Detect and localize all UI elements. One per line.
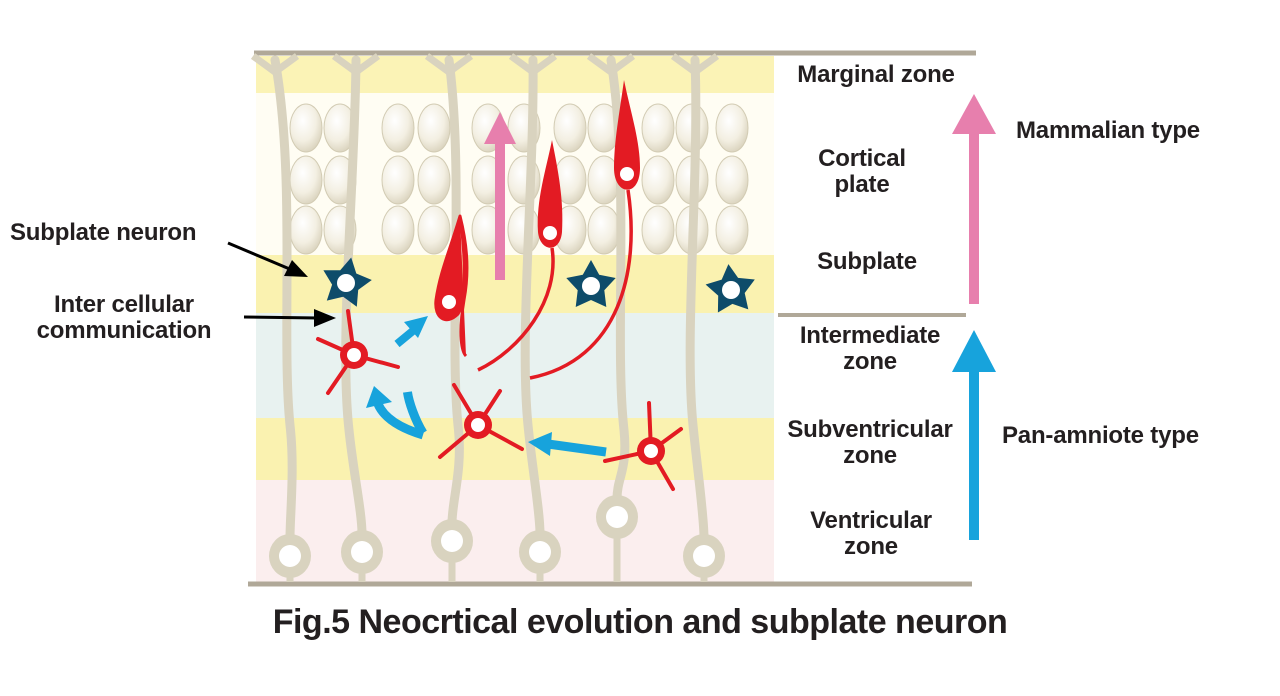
cortical-cell: [417, 103, 451, 153]
callout-arrows: [227, 241, 336, 327]
migrating-neurons: [316, 80, 683, 491]
cortical-plate-cells: [289, 103, 749, 255]
cortical-cell: [587, 205, 621, 255]
multipolar-nucleus: [644, 444, 658, 458]
blue-arrow-diag: [394, 326, 417, 348]
subplate-neuron-nucleus: [337, 274, 355, 292]
blue-arrow-curve: [373, 401, 425, 440]
label-mammalian-type: Mammalian type: [1016, 117, 1200, 144]
cortical-cell: [715, 155, 749, 205]
label-subplate: Subplate: [817, 248, 917, 275]
intercellular-pointer: [243, 315, 319, 320]
glia-nucleus: [351, 541, 373, 563]
pan-amniote-arrow: [952, 330, 996, 540]
cortical-cell: [381, 103, 415, 153]
radial-glia-fiber: [685, 55, 709, 543]
cortical-cell: [289, 205, 323, 255]
blue-arrow-tangential: [547, 439, 607, 457]
label-subplate-neuron: Subplate neuron: [10, 219, 197, 246]
glia-nucleus: [606, 506, 628, 528]
glia-nucleus: [279, 545, 301, 567]
glia-endfoot: [508, 53, 558, 77]
radial-glia-fiber: [341, 55, 367, 539]
glia-endfoot: [250, 53, 300, 77]
cortical-cell: [417, 205, 451, 255]
bipolar-neuron-3: [614, 80, 640, 190]
label-pan-amniote-type: Pan-amniote type: [1002, 422, 1199, 449]
cortical-cell: [641, 155, 675, 205]
subplate-neurons: [323, 257, 755, 313]
figure-caption: Fig.5 Neocrtical evolution and subplate …: [272, 603, 1008, 641]
glia-endfoot: [670, 53, 720, 77]
cortical-cell: [715, 205, 749, 255]
cortical-cell: [289, 155, 323, 205]
cortical-cell: [715, 103, 749, 153]
pink-arrow-inside: [484, 112, 516, 280]
multipolar-nucleus: [347, 348, 361, 362]
glia-endfoot: [586, 53, 636, 77]
subplate-neuron-pointer: [227, 241, 293, 272]
cortical-cell: [553, 103, 587, 153]
glia-endfoot: [424, 53, 474, 77]
radial-glia-fiber: [270, 55, 297, 543]
blue-arrow-ivz-up: [402, 391, 427, 436]
band-subventricular: [256, 418, 774, 480]
blue-arrowhead-tangential: [528, 432, 552, 456]
cortical-cell: [289, 103, 323, 153]
cortical-cell: [417, 155, 451, 205]
subplate-neuron-nucleus: [722, 281, 740, 299]
blue-arrowhead-curve: [366, 386, 392, 408]
glia-nucleus: [529, 541, 551, 563]
multipolar-nucleus: [471, 418, 485, 432]
label-marginal-zone: Marginal zone: [797, 61, 955, 88]
bipolar-neuron-2: [537, 140, 563, 248]
glia-nucleus: [441, 530, 463, 552]
cortical-cell: [381, 155, 415, 205]
band-intermediate: [256, 313, 774, 418]
glia-nucleus: [693, 545, 715, 567]
radial-glia-fibers: [250, 53, 725, 582]
mammalian-arrow: [952, 94, 996, 304]
migration-arrows: [366, 316, 607, 457]
multipolar-neurons: [316, 309, 683, 491]
radial-glia-fiber: [444, 55, 464, 528]
cortical-cell: [641, 205, 675, 255]
bipolar-neuron-1: [434, 214, 469, 358]
glia-endfoot: [331, 53, 381, 77]
radial-glia-fiber: [520, 55, 545, 539]
subplate-neuron-nucleus: [582, 277, 600, 295]
cortical-cell: [381, 205, 415, 255]
blue-arrowhead-diag: [404, 316, 428, 338]
cortical-cell: [641, 103, 675, 153]
